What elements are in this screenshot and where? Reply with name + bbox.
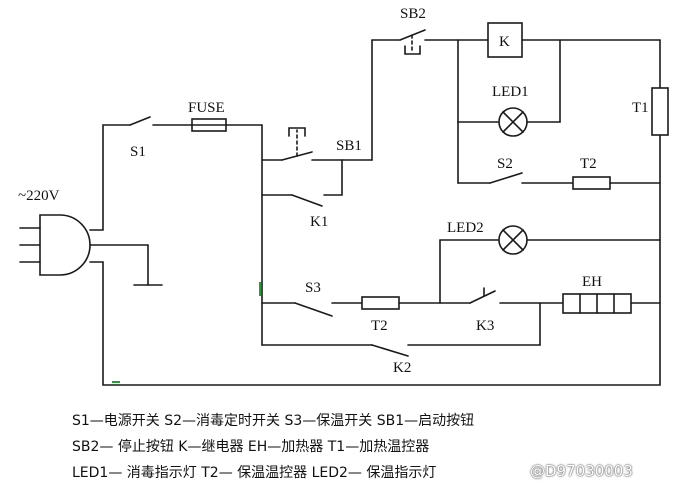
contact-k2 [261,344,541,357]
switch-s1 [129,116,193,126]
ground-symbol [89,244,163,286]
legend-line-1: S1—电源开关 S2—消毒定时开关 S3—保温开关 SB1—启动按钮 [72,413,475,429]
label-k2: K2 [393,360,411,376]
label-sb1: SB1 [336,138,362,154]
main-wires [89,124,661,386]
label-eh: EH [582,274,602,290]
contact-k1 [261,194,323,207]
label-led1: LED1 [492,84,529,100]
s2-t2-branch [457,172,661,190]
led1-branch [457,39,561,184]
label-t2-lower: T2 [371,318,388,334]
label-s1: S1 [130,144,146,160]
label-source: ~220V [18,188,60,204]
legend-line-3: LED1— 消毒指示灯 T2— 保温温控器 LED2— 保温指示灯 [72,465,437,481]
label-s2: S2 [497,156,513,172]
label-k: K [499,34,510,50]
label-led2: LED2 [447,220,484,236]
label-fuse: FUSE [188,100,225,116]
label-s3: S3 [305,280,321,296]
label-t1: T1 [632,100,649,116]
label-k1: K1 [310,214,328,230]
heating-branch [261,225,661,346]
fuse-symbol [191,118,263,346]
pushbutton-sb1 [261,39,373,196]
pushbutton-sb2 [371,29,489,55]
thermostat-t1 [651,39,669,136]
legend-line-2: SB2— 停止按钮 K—继电器 EH—加热器 T1—加热温控器 [72,439,430,455]
relay-k [487,22,661,58]
legend: S1—电源开关 S2—消毒定时开关 S3—保温开关 SB1—启动按钮 SB2— … [0,405,693,500]
watermark: @D97030003 [530,462,633,480]
label-k3: K3 [476,318,494,334]
label-t2-upper: T2 [580,156,597,172]
power-plug-icon [19,214,91,276]
circuit-diagram: ~220V FUSE S1 SB1 SB2 K K1 LED1 T1 S2 T2… [18,6,669,386]
label-sb2: SB2 [400,6,426,22]
